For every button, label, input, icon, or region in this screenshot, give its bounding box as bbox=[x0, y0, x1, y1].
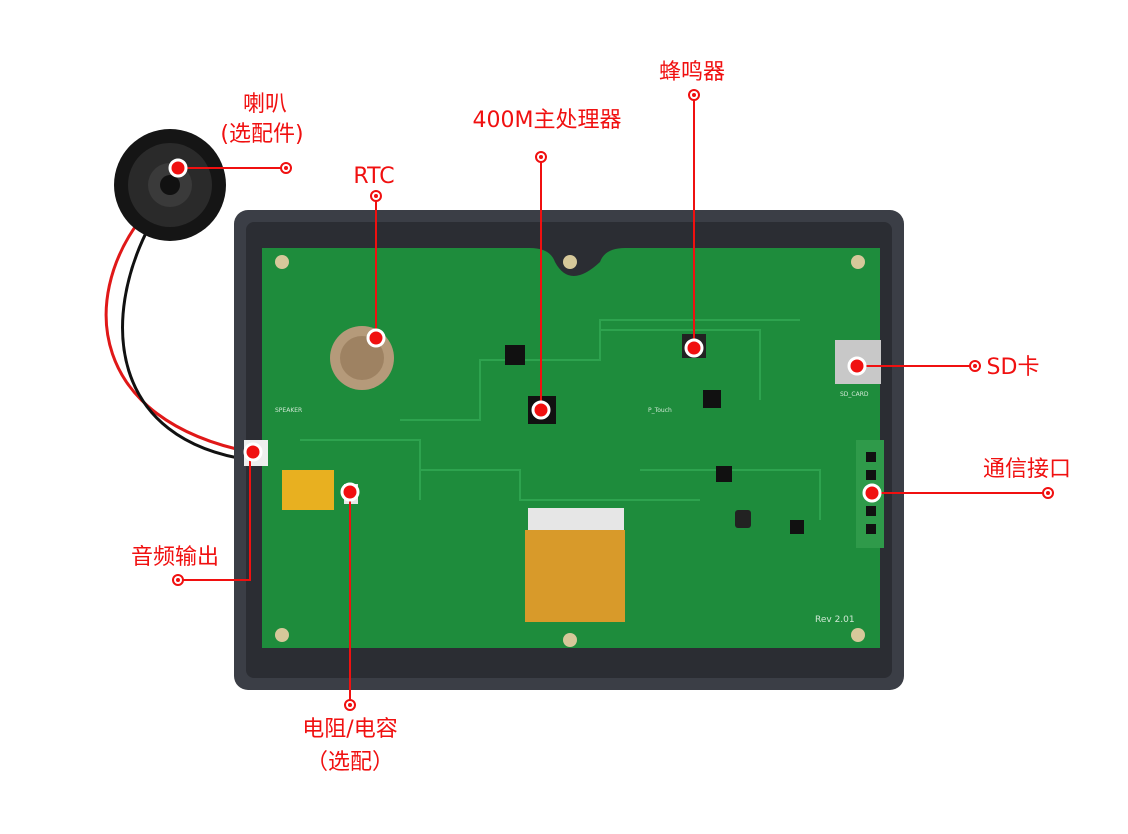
label-buzzer: 蜂鸣器 bbox=[658, 60, 726, 85]
svg-text:SPEAKER: SPEAKER bbox=[275, 407, 302, 414]
label-cpu: 400M主处理器 bbox=[472, 108, 622, 133]
label-speaker: 喇叭 bbox=[242, 92, 288, 117]
speaker bbox=[114, 129, 226, 241]
speaker-wire-black bbox=[121, 224, 251, 462]
board-revision: Rev 2.01 bbox=[815, 615, 855, 625]
svg-text:P_Touch: P_Touch bbox=[648, 407, 672, 414]
pcb-board bbox=[262, 248, 880, 648]
lcd-fpc-cable bbox=[525, 530, 625, 622]
speaker-wire-red bbox=[104, 219, 251, 454]
component-markers bbox=[168, 158, 882, 503]
annotation-end-markers bbox=[172, 89, 1054, 711]
svg-text:SD_CARD: SD_CARD bbox=[840, 391, 869, 398]
label-speaker-note: (选配件) bbox=[220, 122, 304, 147]
label-comm-port: 通信接口 bbox=[982, 457, 1072, 482]
annotation-leaders bbox=[178, 99, 1044, 701]
label-sd-card: SD卡 bbox=[986, 355, 1040, 380]
label-audio-out: 音频输出 bbox=[130, 545, 220, 570]
label-resistor-cap-note: （选配） bbox=[305, 750, 395, 775]
label-rtc: RTC bbox=[353, 164, 395, 189]
mounting-holes bbox=[275, 255, 865, 647]
label-resistor-cap: 电阻/电容 bbox=[302, 717, 398, 742]
